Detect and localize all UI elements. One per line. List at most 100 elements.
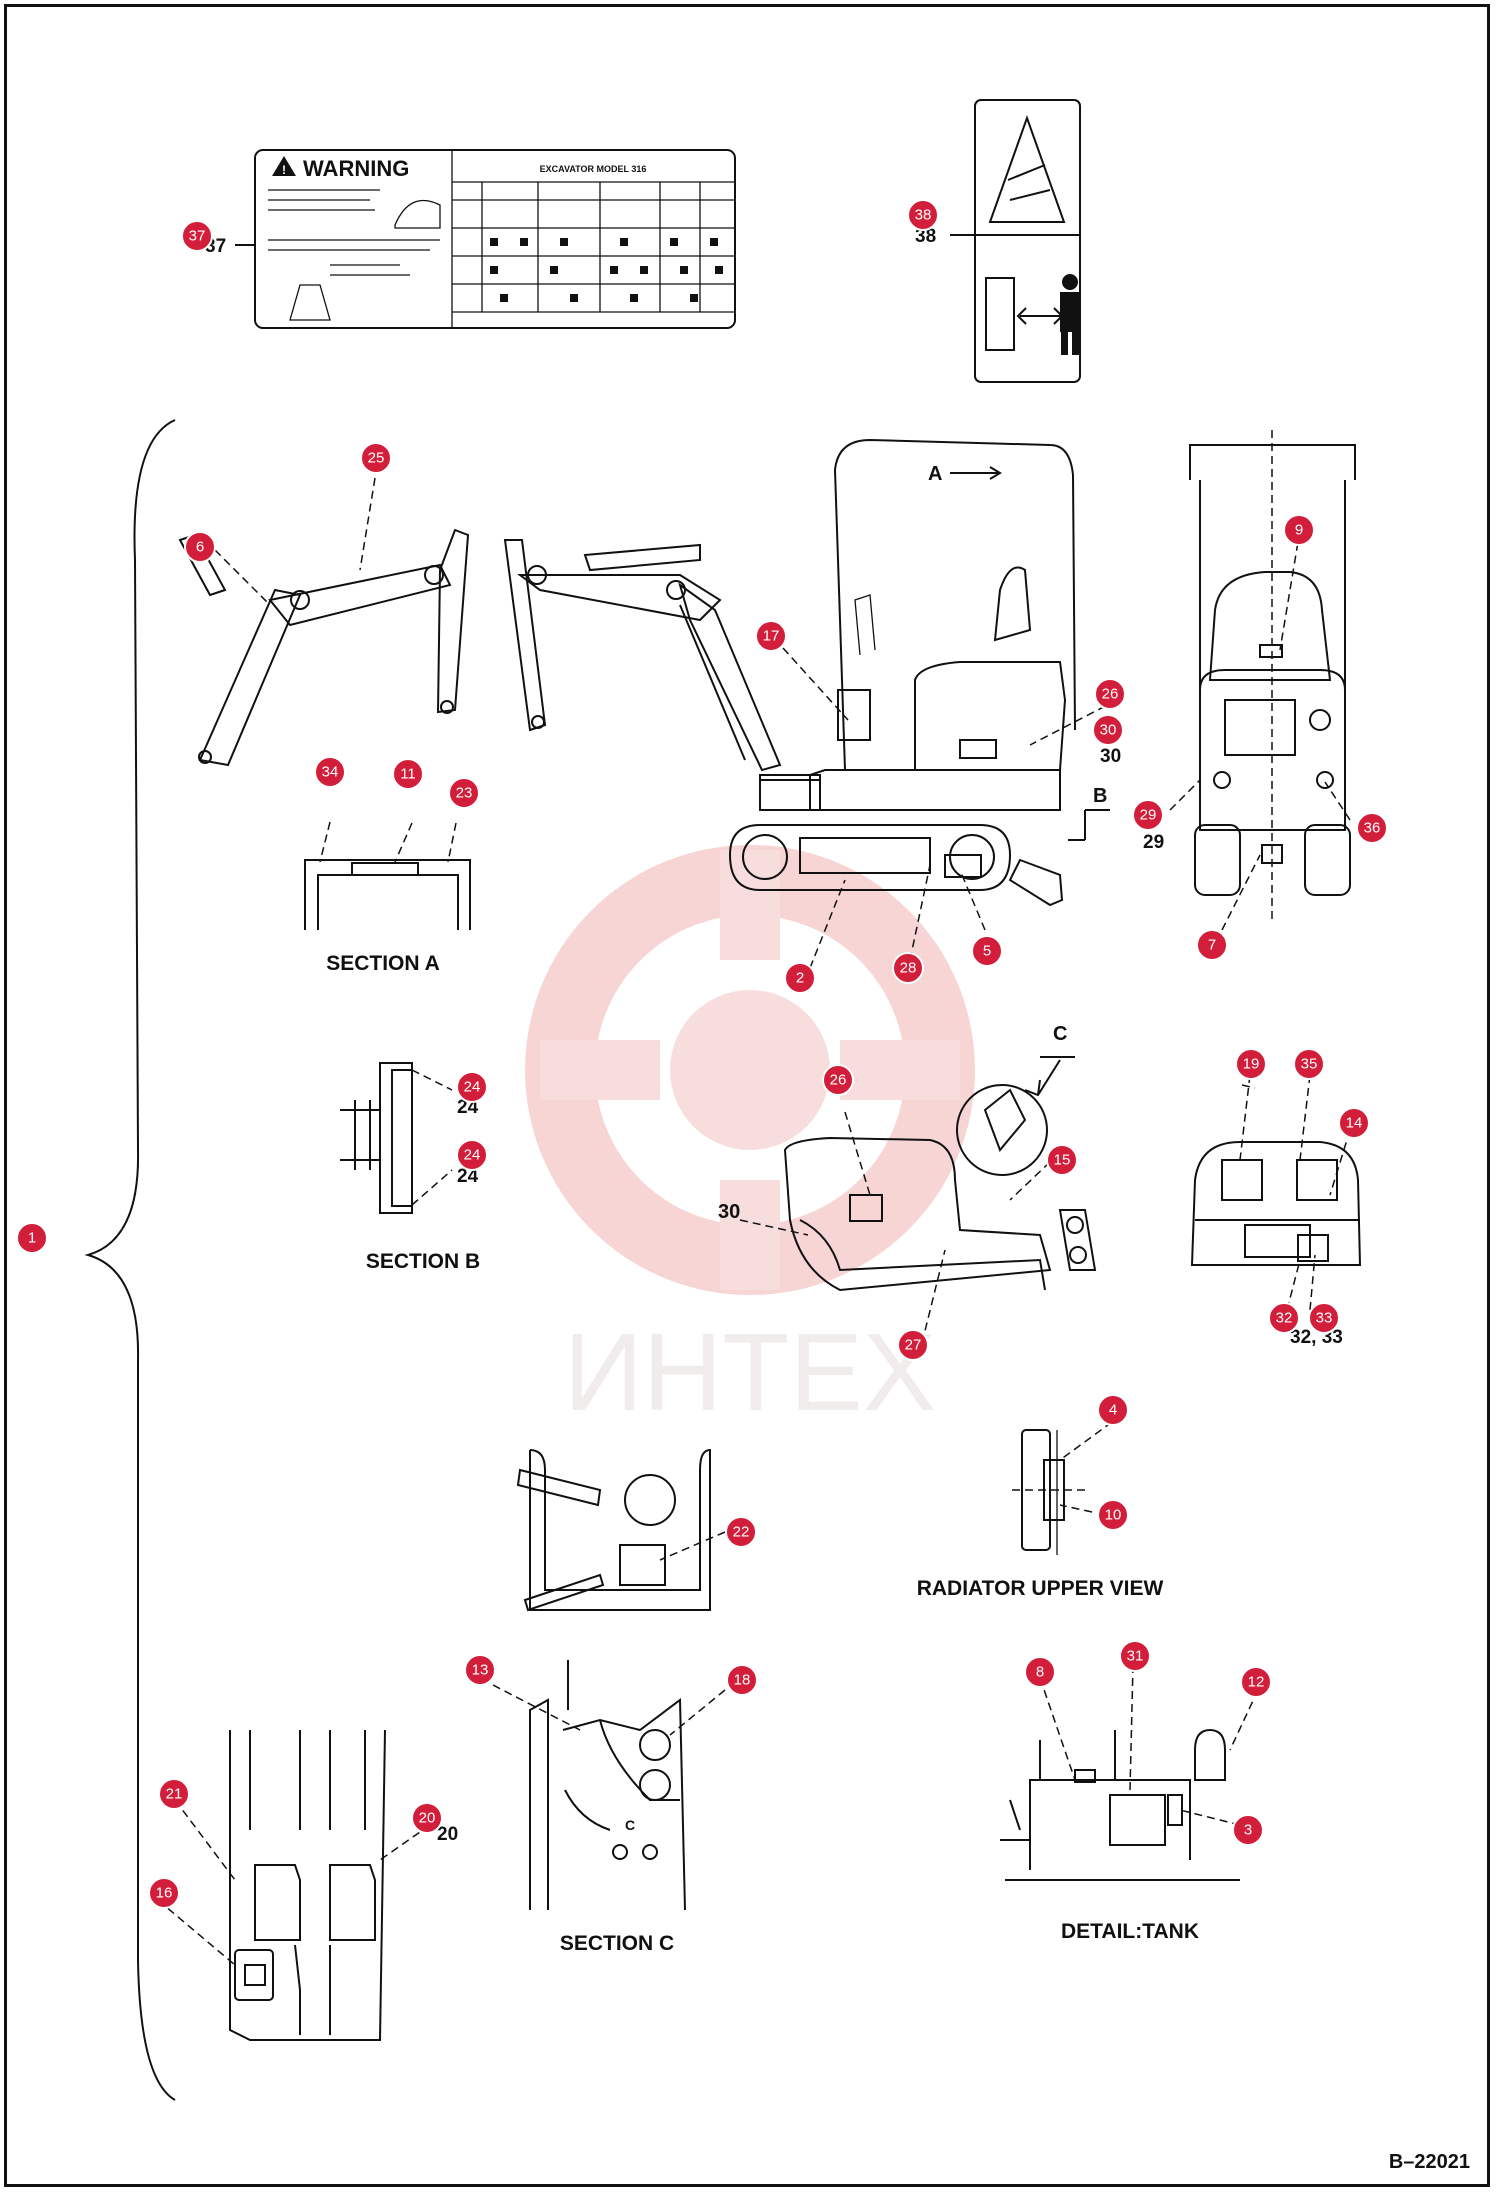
section-c-drawing	[529, 1660, 686, 1911]
callout-badge: 2	[784, 962, 816, 994]
section-a-drawing	[304, 821, 471, 930]
callout-badge-circle	[456, 1071, 488, 1103]
rear-view	[1190, 1141, 1362, 1266]
callout-number: 27	[905, 1337, 922, 1354]
callout-number: 36	[1364, 820, 1381, 837]
leader-30-mid	[739, 1219, 809, 1236]
callout-badge-circle	[897, 1329, 929, 1361]
callout-number: 32	[1276, 1310, 1293, 1327]
callout-badge: 3	[1232, 1814, 1264, 1846]
pinch-point-decal	[950, 99, 1081, 383]
svg-text:!: !	[282, 163, 286, 177]
view-line-b	[1068, 809, 1110, 841]
callout-badge: 9	[1283, 514, 1315, 546]
callout-badge: 33	[1308, 1302, 1340, 1334]
callout-badge: 30	[1092, 714, 1124, 746]
callout-number: 19	[1243, 1056, 1260, 1073]
callout-badge: 8	[1024, 1656, 1056, 1688]
callout-badge: 19	[1235, 1048, 1267, 1080]
callout-badge-circle	[892, 952, 924, 984]
column-detail-drawing	[229, 1729, 386, 2041]
callout-badge: 12	[1240, 1666, 1272, 1698]
callout-badge-circle	[1094, 678, 1126, 710]
callout-number: 28	[900, 960, 917, 977]
callout-badge: 26	[822, 1064, 854, 1096]
drawing-number: B–22021	[1389, 2151, 1470, 2173]
callout-number: 30	[1100, 722, 1117, 739]
callout-badge-circle	[314, 756, 346, 788]
caption-section-a: SECTION A	[326, 952, 440, 975]
callout-badge: 15	[1046, 1144, 1078, 1176]
callout-number: 9	[1295, 522, 1303, 539]
callout-number: 25	[368, 450, 385, 467]
callout-number: 18	[734, 1672, 751, 1689]
drawing-frame	[4, 4, 1490, 2187]
callout-badge-circle	[1235, 1048, 1267, 1080]
callout-badge-circle	[907, 199, 939, 231]
callout-number: 7	[1208, 937, 1216, 954]
callout-badge-circle	[1024, 1656, 1056, 1688]
view-letter-b: B	[1093, 785, 1107, 807]
callout-badge-circle	[1092, 714, 1124, 746]
callout-badge: 20	[411, 1802, 443, 1834]
callout-badge-circle	[148, 1877, 180, 1909]
callout-badge: 11	[392, 758, 424, 790]
callout-badge-circle	[448, 777, 480, 809]
excavator-front-view	[1189, 430, 1356, 920]
caption-section-c: SECTION C	[560, 1932, 674, 1955]
group-brace	[84, 419, 176, 2101]
callout-number: 33	[1316, 1310, 1333, 1327]
section-seat-drawing	[516, 1448, 711, 1612]
callout-number: 23	[456, 785, 473, 802]
callout-badge: 38	[907, 199, 939, 231]
number-38: 38	[915, 226, 936, 247]
callout-number: 4	[1109, 1402, 1117, 1419]
callout-number: 26	[1102, 686, 1119, 703]
callout-badges: 1234567891011121315141617181920212223242…	[16, 199, 1388, 1909]
callout-badge-circle	[181, 220, 213, 252]
watermark-text: ИНТЕХ	[564, 1311, 936, 1434]
callout-badge-circle	[392, 758, 424, 790]
view-arrow-c	[1024, 1056, 1075, 1097]
number-29: 29	[1143, 832, 1164, 853]
view-letter-a: A	[928, 463, 942, 485]
callout-badge: 26	[1094, 678, 1126, 710]
caption-section-b: SECTION B	[366, 1250, 480, 1273]
callout-number: 8	[1036, 1664, 1044, 1681]
callout-number: 21	[166, 1786, 183, 1803]
callout-badge: 35	[1293, 1048, 1325, 1080]
callout-badge-circle	[1268, 1302, 1300, 1334]
callout-badge: 5	[971, 935, 1003, 967]
callout-badge: 32	[1268, 1302, 1300, 1334]
callout-badge: 28	[892, 952, 924, 984]
callout-badge: 22	[725, 1516, 757, 1548]
view-arrow-a	[950, 466, 1002, 480]
callout-badge: 6	[184, 531, 216, 563]
callout-number: 2	[796, 970, 804, 987]
callout-badge-circle	[1293, 1048, 1325, 1080]
callout-badge-circle	[411, 1802, 443, 1834]
callout-number: 31	[1127, 1648, 1144, 1665]
callout-badge: 7	[1196, 929, 1228, 961]
callout-badge-circle	[725, 1516, 757, 1548]
callout-number: 17	[763, 628, 780, 645]
callout-badge: 25	[360, 442, 392, 474]
section-b-drawing	[340, 1062, 453, 1214]
number-20: 20	[437, 1824, 458, 1845]
callout-badge-circle	[1097, 1394, 1129, 1426]
callout-badge-circle	[1308, 1302, 1340, 1334]
callout-number: 11	[400, 766, 416, 783]
callout-badge: 36	[1356, 812, 1388, 844]
callout-badge-circle	[755, 620, 787, 652]
callout-badge-circle	[1097, 1499, 1129, 1531]
callout-number: 24	[464, 1079, 481, 1096]
callout-number: 20	[419, 1810, 436, 1827]
callout-badge-circle	[1283, 514, 1315, 546]
callout-number: 13	[472, 1662, 489, 1679]
caption-detail-tank: DETAIL:TANK	[1061, 1920, 1199, 1943]
callout-number: 5	[983, 943, 991, 960]
callout-badge-circle	[1240, 1666, 1272, 1698]
callout-badge-circle	[16, 1222, 48, 1254]
callout-number: 14	[1346, 1115, 1363, 1132]
